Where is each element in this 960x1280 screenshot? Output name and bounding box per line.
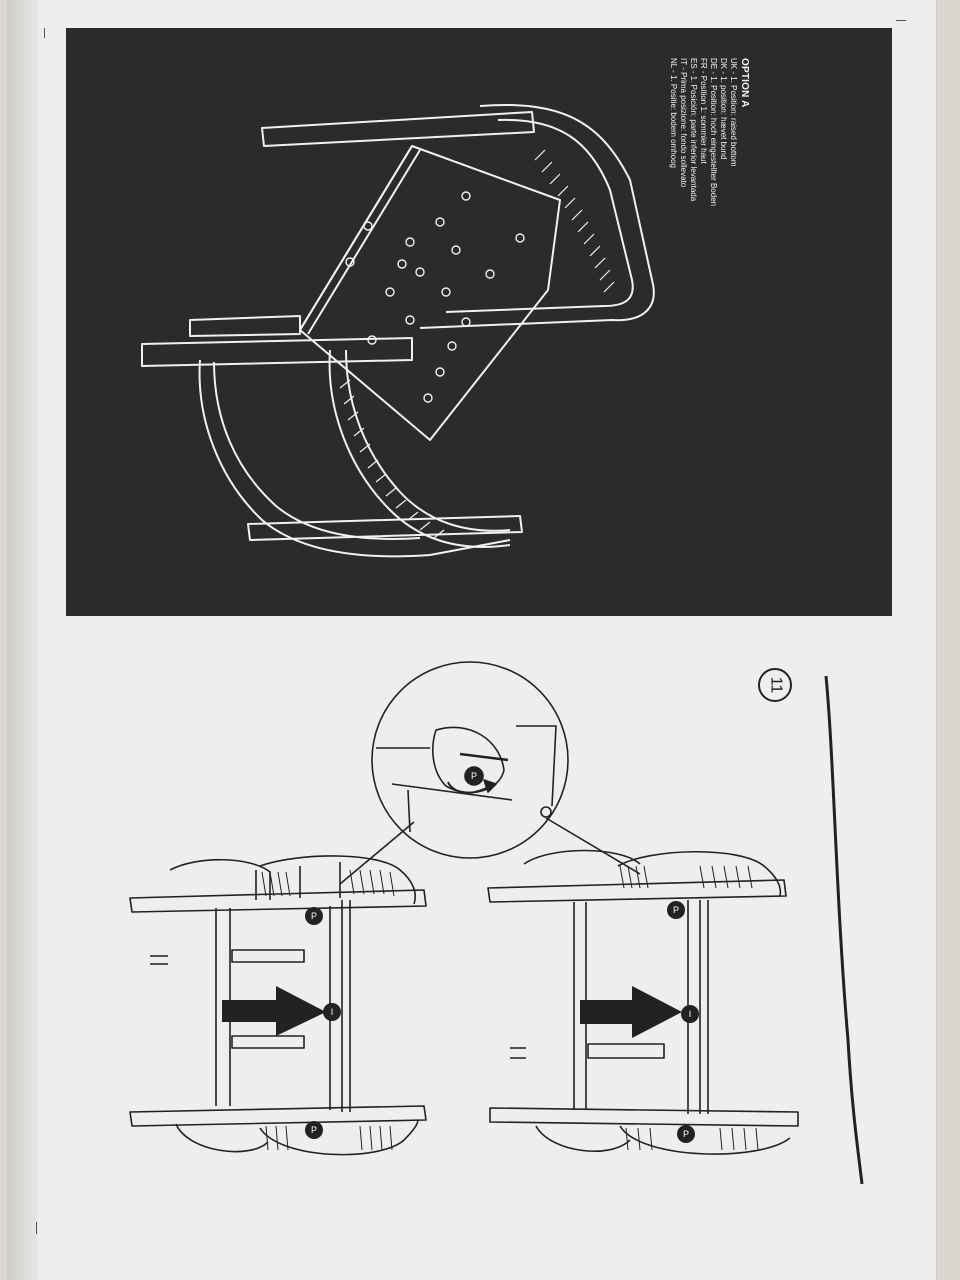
step-number-badge: 11 (758, 668, 792, 702)
magnifier-detail-icon (371, 661, 569, 859)
arrow-right-icon (222, 986, 326, 1036)
part-label-i: I (331, 1007, 334, 1017)
crop-mark (36, 1222, 37, 1234)
paper-edge-shadow (8, 0, 38, 1280)
part-label-p: P (311, 911, 317, 921)
arrow-right-icon (580, 986, 682, 1038)
rotate-arrow-icon (483, 779, 497, 793)
part-label-p: P (673, 905, 679, 915)
part-label-i: I (689, 1009, 692, 1019)
part-label-p: P (311, 1125, 317, 1135)
part-label-p: P (471, 771, 477, 781)
crop-mark (896, 20, 906, 21)
part-label-p: P (683, 1129, 689, 1139)
crop-mark (44, 28, 45, 38)
